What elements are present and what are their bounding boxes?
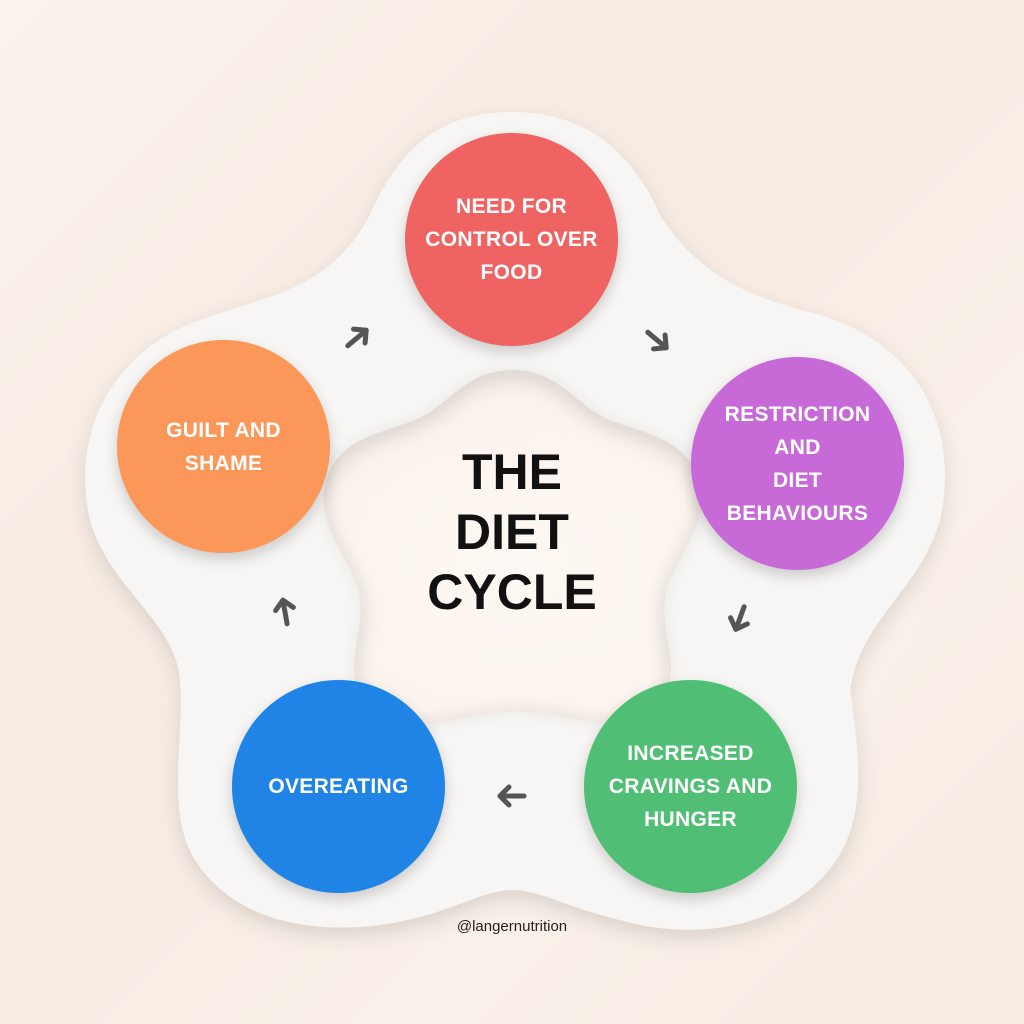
title-line: CYCLE [427,564,597,620]
arrow-icon [273,597,296,627]
step-label: INCREASED CRAVINGS AND HUNGER [608,742,773,831]
author-handle: @langernutrition [456,918,568,935]
step-restriction: RESTRICTION AND DIET BEHAVIOURS [691,357,904,570]
diagram-title: THE DIET CYCLE [412,442,612,622]
arrow-icon [345,326,369,349]
step-label: NEED FOR CONTROL OVER FOOD [425,195,598,284]
title-line: THE [462,444,562,500]
step-guilt: GUILT AND SHAME [117,340,330,553]
arrow-icon [645,329,669,352]
step-label: RESTRICTION AND DIET BEHAVIOURS [724,402,871,525]
step-need-for-control: NEED FOR CONTROL OVER FOOD [405,133,618,346]
step-label: OVEREATING [268,775,409,798]
step-cravings: INCREASED CRAVINGS AND HUNGER [584,680,797,893]
step-label: GUILT AND SHAME [166,418,281,475]
arrow-icon [728,604,750,632]
ring-inner-shadow [322,368,703,726]
arrow-icon [497,784,527,808]
title-line: DIET [455,504,569,560]
step-overeating: OVEREATING [232,680,445,893]
